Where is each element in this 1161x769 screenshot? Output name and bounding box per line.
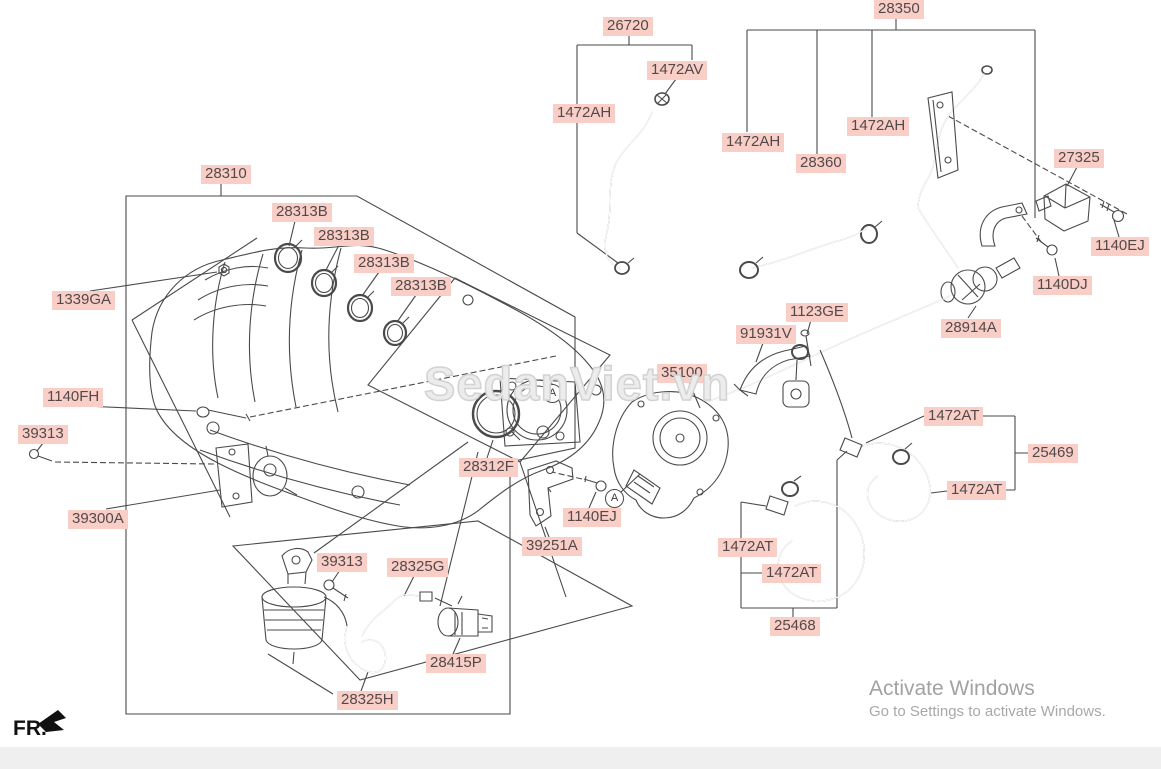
fr-label: FR. <box>13 717 47 740</box>
bolt-1140fh <box>196 406 251 422</box>
valve-28415p-drawing <box>437 595 493 637</box>
part-label-28914A[interactable]: 28914A <box>941 319 1001 338</box>
part-label-1472AT[interactable]: 1472AT <box>718 538 778 557</box>
main-group-box <box>125 183 576 715</box>
part-label-27325[interactable]: 27325 <box>1054 149 1104 168</box>
part-label-28313B[interactable]: 28313B <box>314 227 374 246</box>
bolt-1140ej-top <box>1099 200 1125 223</box>
activate-windows-title: Activate Windows <box>869 677 1035 700</box>
bolt-1140ej-bottom <box>583 475 607 492</box>
tube-28350-bracket <box>746 16 1036 218</box>
part-label-1472AH[interactable]: 1472AH <box>722 133 785 152</box>
hose-28325g-drawing <box>361 591 433 637</box>
part-label-1472AT[interactable]: 1472AT <box>762 564 822 583</box>
bracket-91931v <box>733 345 811 408</box>
leader-lines <box>36 115 1128 695</box>
part-label-28325G[interactable]: 28325G <box>387 558 449 577</box>
part-label-1472AV[interactable]: 1472AV <box>647 61 708 80</box>
canister-drawing <box>261 547 327 665</box>
part-label-1472AT[interactable]: 1472AT <box>947 481 1007 500</box>
gasket-28312f <box>471 389 521 441</box>
part-label-28325H[interactable]: 28325H <box>337 691 398 710</box>
hose-28360-drawing <box>739 227 868 279</box>
callout-A: A <box>605 489 624 508</box>
hose-25469-drawing <box>839 437 931 522</box>
watermark: SedanViet.vn <box>423 356 731 411</box>
part-label-39251A[interactable]: 39251A <box>522 537 582 556</box>
part-label-28313B[interactable]: 28313B <box>391 277 451 296</box>
part-label-25469[interactable]: 25469 <box>1028 444 1078 463</box>
part-label-1140EJ[interactable]: 1140EJ <box>563 508 621 527</box>
part-label-1339GA[interactable]: 1339GA <box>52 291 116 310</box>
hose-26720-bracket <box>576 35 693 264</box>
part-label-28415P[interactable]: 28415P <box>426 654 486 673</box>
part-label-1140EJ[interactable]: 1140EJ <box>1091 237 1149 256</box>
part-label-91931V[interactable]: 91931V <box>736 325 796 344</box>
throttle-body-35100-drawing <box>612 391 729 519</box>
bolt-39313-left <box>28 448 53 462</box>
part-label-28312F[interactable]: 28312F <box>459 458 518 477</box>
part-label-1123GE[interactable]: 1123GE <box>786 303 848 322</box>
part-label-28313B[interactable]: 28313B <box>354 254 414 273</box>
part-label-39313[interactable]: 39313 <box>317 553 367 572</box>
callout-A: A <box>543 384 562 403</box>
part-label-39300A[interactable]: 39300A <box>68 510 128 529</box>
clamp-rings-28313b <box>273 239 410 347</box>
part-label-25468[interactable]: 25468 <box>770 617 820 636</box>
footer-bar <box>0 747 1161 769</box>
hose-25469-bracket <box>865 415 1028 494</box>
valve-27325-drawing <box>1035 183 1091 232</box>
part-label-28313B[interactable]: 28313B <box>272 203 332 222</box>
valve-39300a <box>215 443 298 508</box>
part-label-39313[interactable]: 39313 <box>18 425 68 444</box>
bracket-39251a <box>527 460 574 527</box>
part-label-28350[interactable]: 28350 <box>874 0 924 19</box>
part-label-1140DJ[interactable]: 1140DJ <box>1033 276 1092 295</box>
part-label-35100[interactable]: 35100 <box>657 364 707 383</box>
hose-25468-bracket <box>740 450 848 617</box>
part-label-1472AH[interactable]: 1472AH <box>553 104 616 123</box>
part-label-26720[interactable]: 26720 <box>603 17 653 36</box>
tube-assy-28350-drawing <box>860 65 1028 269</box>
intake-manifold-drawing <box>149 244 605 529</box>
part-label-28310[interactable]: 28310 <box>201 165 251 184</box>
bolt-39313-bottom <box>323 579 349 602</box>
nut-1339ga <box>218 263 230 277</box>
part-label-1472AT[interactable]: 1472AT <box>924 407 984 426</box>
valve-28914a-drawing <box>705 257 1021 439</box>
fr-direction-arrow <box>38 710 66 732</box>
bolt-1140dj <box>1035 234 1058 256</box>
activate-windows-subtitle: Go to Settings to activate Windows. <box>869 703 1106 720</box>
part-label-28360[interactable]: 28360 <box>796 154 846 173</box>
hose-26720-drawing <box>604 92 670 275</box>
part-label-1140FH[interactable]: 1140FH <box>43 388 104 407</box>
hose-28325h-drawing <box>323 596 387 674</box>
part-label-1472AH[interactable]: 1472AH <box>847 117 910 136</box>
